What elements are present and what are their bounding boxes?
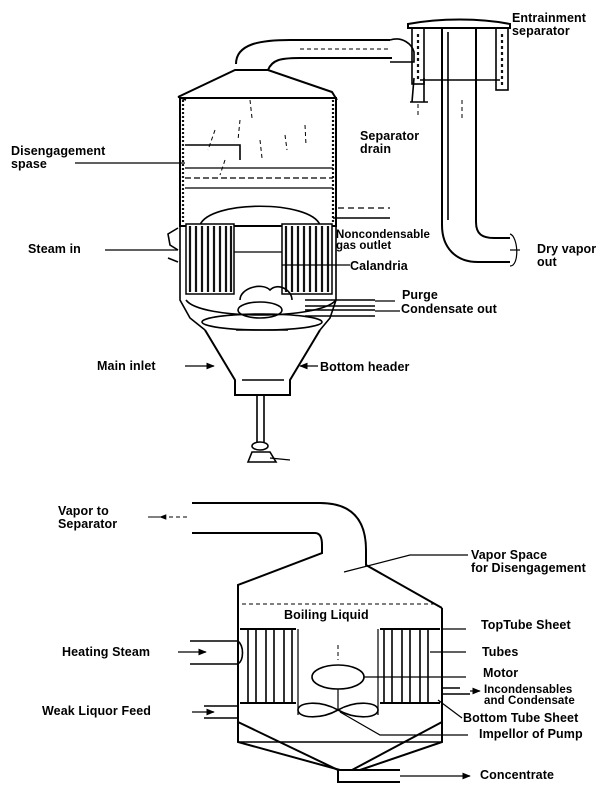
label-noncondensable-gas-outlet: Noncondensable gas outlet <box>336 229 431 252</box>
motor <box>311 664 365 690</box>
label-calandria: Calandria <box>350 259 408 273</box>
label-incondensables: Incondensables and Condensate <box>484 684 575 707</box>
calandria-tubes-right <box>281 223 333 295</box>
vapor-pipe <box>235 39 390 65</box>
bottom-evaporator <box>148 502 470 783</box>
label-steam-in: Steam in <box>28 242 81 256</box>
top-leader-lines <box>75 162 520 312</box>
label-purge: Purge <box>402 288 438 302</box>
label-concentrate: Concentrate <box>480 768 555 782</box>
label-weak-liquor-feed: Weak Liquor Feed <box>42 704 152 718</box>
evaporator-shell <box>179 97 337 227</box>
label-condensate-out: Condensate out <box>401 302 497 316</box>
label-tubes: Tubes <box>482 645 519 659</box>
label-entrainment-separator: Entrainment separator <box>512 11 587 38</box>
label-boiling-liquid: Boiling Liquid <box>284 608 369 622</box>
entrainment-separator <box>389 18 518 267</box>
tubes-right <box>383 629 429 703</box>
top-evaporator <box>167 39 392 463</box>
steam-inlet-nozzle <box>167 227 179 263</box>
calandria-tubes-left <box>185 223 235 295</box>
label-bottom-tube-sheet: Bottom Tube Sheet <box>463 711 579 725</box>
label-bottom-header: Bottom header <box>320 360 410 374</box>
label-motor: Motor <box>483 666 519 680</box>
tubes-left <box>247 629 293 703</box>
label-vapor-to-separator: Vapor to Separator <box>58 504 118 531</box>
label-disengagement-space: Disengagement spase <box>11 144 106 171</box>
label-separator-drain: Separator drain <box>360 129 420 156</box>
label-heating-steam: Heating Steam <box>62 645 151 659</box>
label-main-inlet: Main inlet <box>97 359 156 373</box>
impeller <box>297 702 379 718</box>
label-top-tube-sheet: TopTube Sheet <box>481 618 571 632</box>
label-vapor-space: Vapor Space for Disengagement <box>471 548 586 575</box>
drain-stem <box>256 395 265 442</box>
label-impellor-of-pump: Impellor of Pump <box>479 727 583 741</box>
bottom-cone <box>204 329 321 396</box>
evaporator-dome <box>177 69 338 101</box>
label-dry-vapor-out: Dry vapor out <box>537 242 597 269</box>
bottom-leader-lines <box>178 554 481 780</box>
